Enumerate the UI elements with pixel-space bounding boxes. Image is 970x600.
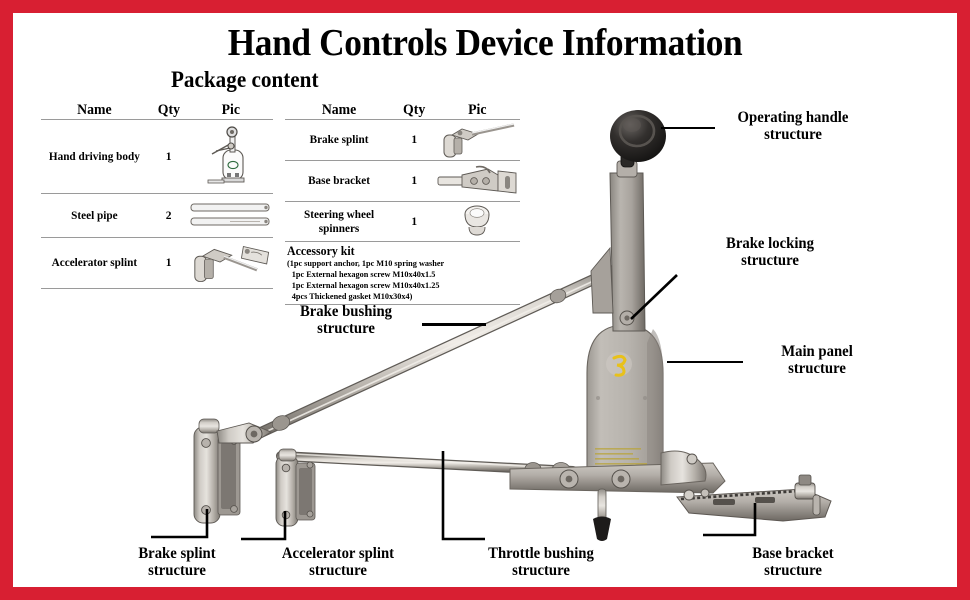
callout-line-2: structure (764, 126, 822, 144)
callout-line-1: Brake bushing (299, 303, 393, 320)
item-name: Steering wheel spinners (304, 207, 375, 235)
brand-logo (606, 352, 632, 377)
package-table-right: Name Qty Pic Brake splint 1 (285, 93, 520, 306)
table-row: Accelerator splint 1 (41, 237, 273, 289)
callout-line-1: Brake locking (726, 235, 814, 252)
item-name: Steel pipe (71, 207, 118, 222)
panel-label-print (595, 448, 647, 465)
steel-pipe-thumb (189, 197, 273, 235)
accelerator-splint-part (275, 448, 316, 527)
column-header-name: Name (321, 102, 357, 118)
column-header-pic: Pic (468, 102, 487, 118)
package-table-left: Name Qty Pic Hand driving body 1 (41, 93, 273, 289)
accessory-kit-title: Accessory kit (287, 244, 355, 258)
column-header-pic: Pic (222, 102, 241, 118)
callout-main-panel: Main panel structure (741, 343, 893, 377)
leader-line-brake-splint (151, 509, 209, 539)
item-qty: 1 (411, 134, 418, 146)
accessory-kit-block: Accessory kit (1pc support anchor, 1pc M… (285, 241, 520, 306)
callout-line-2: structure (741, 252, 799, 270)
leader-line-brake-locking (630, 274, 678, 320)
item-name: Hand driving body (48, 148, 140, 163)
table-right-header-row: Name Qty Pic (285, 93, 520, 119)
table-row: Brake splint 1 (285, 119, 520, 160)
leader-line-brake-bushing (422, 323, 486, 326)
main-panel-part (586, 324, 664, 482)
item-qty: 1 (165, 257, 172, 269)
column-header-name: Name (77, 102, 112, 118)
item-qty: 1 (411, 215, 418, 228)
table-row: Hand driving body 1 (41, 119, 273, 193)
callout-throttle-bushing: Throttle bushing structure (456, 545, 627, 579)
accessory-kit-line: 1pc External hexagon screw M10x40x1.5 (291, 269, 436, 280)
operating-lever-part (590, 110, 666, 332)
item-name: Brake splint (309, 132, 369, 147)
brake-splint-thumb (435, 119, 520, 161)
callout-line-1: Throttle bushing (488, 545, 594, 562)
table-row: Steering wheel spinners 1 (285, 201, 520, 241)
callout-accelerator-splint: Accelerator splint structure (248, 545, 429, 579)
callout-line-2: structure (317, 320, 375, 338)
column-header-qty: Qty (403, 102, 426, 118)
callout-line-2: structure (512, 562, 570, 580)
callout-line-2: structure (148, 562, 206, 580)
accessory-kit-line: 1pc External hexagon screw M10x40x1.25 (291, 279, 440, 290)
item-name: Base bracket (308, 173, 371, 188)
accessory-kit-line: (1pc support anchor, 1pc M10 spring wash… (287, 258, 445, 269)
base-bracket-thumb (435, 161, 520, 201)
hand-driving-body-thumb (189, 122, 273, 192)
callout-brake-locking: Brake locking structure (689, 235, 851, 269)
callout-line-1: Accelerator splint (281, 545, 395, 562)
hand-control-device-illustration (193, 110, 832, 541)
item-qty: 1 (411, 175, 418, 187)
callout-line-2: structure (764, 562, 822, 580)
package-content-heading: Package content (171, 67, 319, 92)
callout-line-1: Brake splint (138, 545, 216, 562)
callout-line-1: Operating handle (737, 109, 849, 126)
callout-line-2: structure (309, 562, 367, 580)
leader-line-operating-handle (661, 127, 715, 130)
table-row: Base bracket 1 (285, 160, 520, 201)
item-qty: 1 (165, 150, 172, 163)
column-header-qty: Qty (157, 102, 180, 118)
callout-line-1: Base bracket (752, 545, 834, 562)
base-crossbar-part (509, 450, 726, 541)
page-title: Hand Controls Device Information (227, 22, 743, 64)
table-row: Steel pipe 2 (41, 193, 273, 237)
leader-line-main-panel (667, 361, 743, 364)
item-qty: 2 (165, 209, 172, 222)
leader-line-throttle-bushing (441, 451, 485, 541)
accelerator-splint-thumb (189, 238, 273, 288)
callout-line-1: Main panel (781, 343, 853, 360)
item-name: Accelerator splint (51, 255, 138, 270)
callout-brake-splint: Brake splint structure (101, 545, 253, 579)
callout-base-bracket: Base bracket structure (717, 545, 869, 579)
table-left-header-row: Name Qty Pic (41, 93, 273, 119)
poster-canvas: Hand Controls Device Information Package… (13, 13, 957, 587)
callout-brake-bushing: Brake bushing structure (272, 303, 420, 337)
accessory-kit-line: 4pcs Thickened gasket M10x30x4) (291, 290, 413, 301)
brake-splint-part (193, 418, 272, 524)
leader-line-accelerator-splint (241, 511, 287, 541)
leader-line-base-bracket (703, 503, 757, 537)
callout-operating-handle: Operating handle structure (708, 109, 879, 143)
callout-line-2: structure (788, 360, 846, 378)
steering-wheel-spinner-thumb (435, 201, 520, 243)
